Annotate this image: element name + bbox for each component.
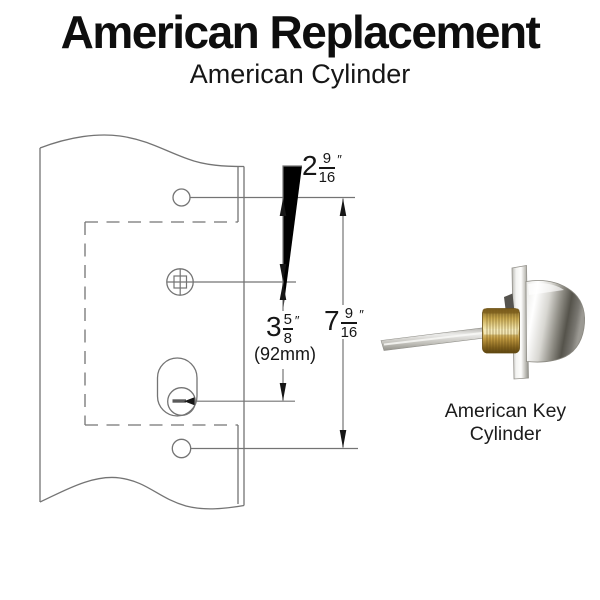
arrow-down-343-448	[339, 430, 347, 448]
faceplate-outline	[39, 134, 245, 510]
page-title: American Replacement	[60, 6, 541, 58]
faceplate-bottom-break-line	[39, 476, 245, 510]
dimension-leader-top	[282, 165, 302, 311]
arrow-down-283-282	[279, 264, 287, 282]
arrow-up-283-198	[279, 198, 287, 216]
photo-caption-line2: Cylinder	[469, 423, 542, 445]
dimension-text-top: 2 9 16 ″	[302, 150, 342, 186]
inch-mark: ″	[359, 307, 364, 322]
dimension-whole: 7	[324, 305, 340, 336]
cylinder-body	[525, 280, 585, 363]
key-cylinder-photo	[380, 265, 585, 380]
dimension-metric-text: (92mm)	[254, 344, 316, 364]
brass-knurled-collar	[482, 308, 520, 354]
dimension-lines	[282, 165, 344, 448]
spindle-hole	[166, 268, 194, 296]
top-mounting-hole	[172, 188, 191, 207]
lock-case-hidden-outline	[84, 221, 238, 426]
arrow-up-343-198	[339, 198, 347, 216]
bottom-mounting-hole	[171, 438, 192, 459]
extension-lines	[190, 196, 358, 450]
dimension-text-overall: 7 9 16 ″	[324, 305, 364, 341]
arrow-up-283-282	[279, 282, 287, 300]
dimension-arrows	[279, 198, 347, 448]
dimension-whole: 2	[302, 150, 318, 181]
dimension-text-mid: 3 5 8 ″	[266, 311, 300, 347]
dimension-fraction: 9 16	[340, 305, 358, 341]
cylinder-slot-obround	[156, 357, 198, 417]
dimension-fraction: 5 8	[282, 311, 293, 347]
page-subtitle: American Cylinder	[189, 59, 411, 89]
photo-caption: American Key Cylinder	[418, 400, 593, 446]
arrow-down-283-401	[279, 383, 287, 401]
cylinder-body-highlight	[528, 283, 564, 295]
inch-mark: ″	[294, 313, 300, 328]
faceplate-holes	[156, 188, 198, 459]
key-blade-highlight	[383, 330, 496, 346]
keyway-leader-arrow	[184, 397, 195, 406]
dimension-whole: 3	[266, 311, 282, 342]
inch-mark: ″	[337, 152, 342, 167]
photo-caption-line1: American Key	[444, 400, 567, 422]
faceplate-top-break-line	[39, 134, 245, 168]
dimension-fraction: 9 16	[318, 150, 336, 186]
